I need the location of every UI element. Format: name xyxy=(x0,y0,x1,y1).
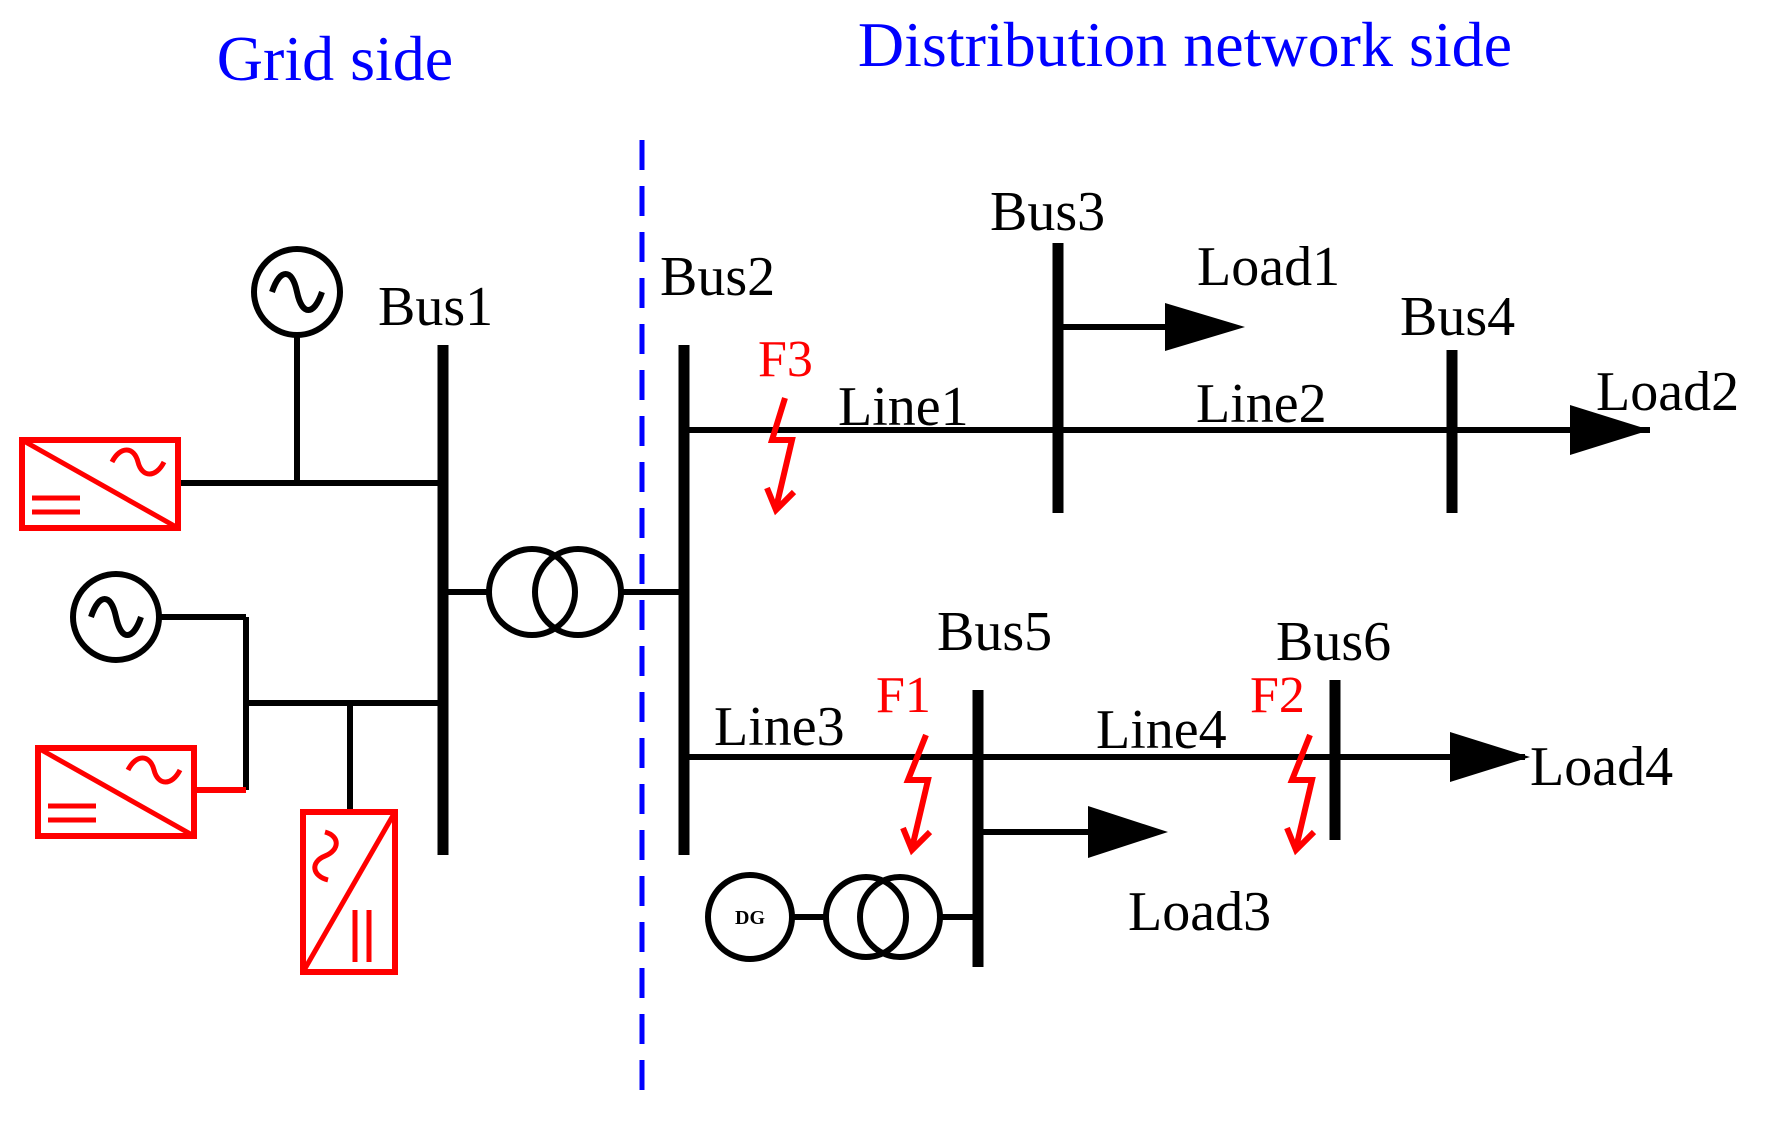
bus3-label: Bus3 xyxy=(990,181,1105,243)
fault-f1-label: F1 xyxy=(876,667,931,724)
lightning-fault-icon xyxy=(764,397,797,516)
dc-ac-inverter-icon xyxy=(300,809,398,975)
dg-label: DG xyxy=(735,907,765,929)
load-arrow-icon xyxy=(1450,732,1530,782)
fault-f3-label: F3 xyxy=(758,331,813,388)
line3-label: Line3 xyxy=(714,696,845,758)
bus2-label: Bus2 xyxy=(660,246,775,308)
sine-wave-icon xyxy=(88,596,144,638)
line1-label: Line1 xyxy=(838,376,969,438)
load4-label: Load4 xyxy=(1530,736,1673,798)
load3-label: Load3 xyxy=(1128,881,1271,943)
line4-label: Line4 xyxy=(1096,699,1227,761)
grid-side-title: Grid side xyxy=(217,23,453,94)
line2-label: Line2 xyxy=(1196,373,1327,435)
bus5-label: Bus5 xyxy=(937,601,1052,663)
fault-f2-label: F2 xyxy=(1250,667,1305,724)
lightning-fault-icon xyxy=(1284,733,1317,856)
lightning-fault-icon xyxy=(900,733,933,856)
load-arrow-icon xyxy=(1165,303,1245,351)
transformer-icon xyxy=(486,546,624,638)
load-arrow-icon xyxy=(1570,405,1650,455)
bus1-label: Bus1 xyxy=(378,276,493,338)
load-arrow-icon xyxy=(1088,806,1168,858)
dc-ac-inverter-icon xyxy=(19,437,181,531)
load1-label: Load1 xyxy=(1197,236,1340,298)
bus6-label: Bus6 xyxy=(1276,611,1391,673)
dc-ac-inverter-icon xyxy=(35,745,197,839)
bus4-label: Bus4 xyxy=(1400,286,1515,348)
distribution-side-title: Distribution network side xyxy=(858,9,1512,80)
sine-wave-icon xyxy=(269,271,325,313)
dg-source: DG xyxy=(705,872,795,962)
transformer-icon xyxy=(823,874,943,960)
load2-label: Load2 xyxy=(1596,361,1739,423)
